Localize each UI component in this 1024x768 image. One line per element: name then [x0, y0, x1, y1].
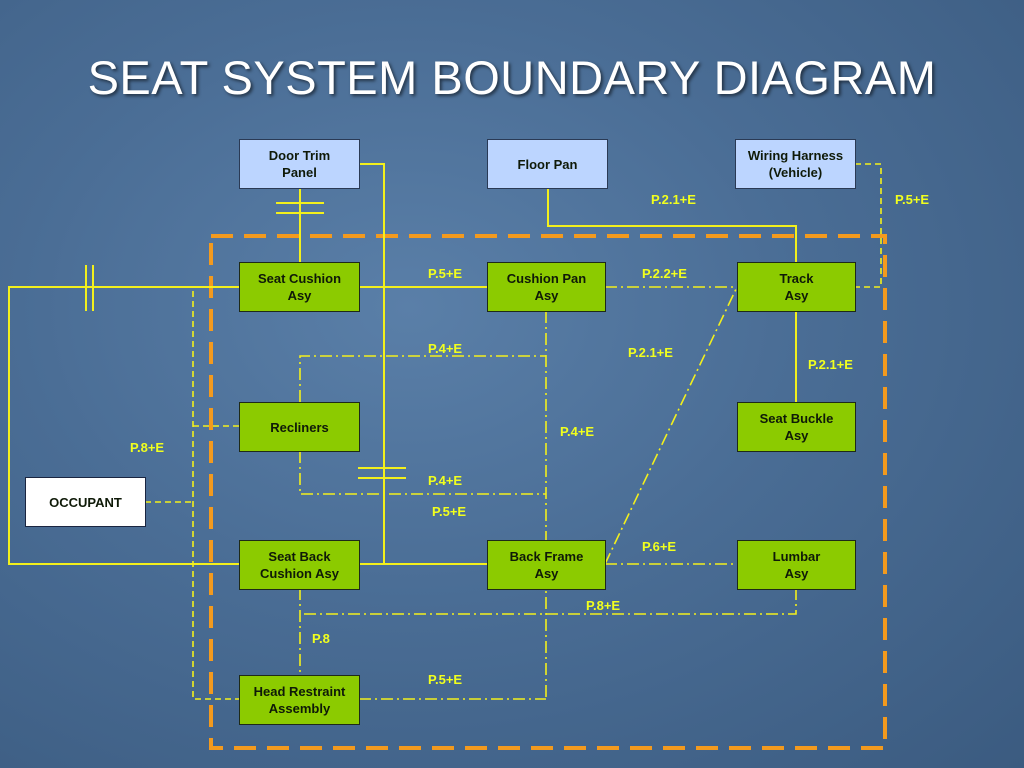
wiring-harness-box: Wiring Harness (Vehicle): [735, 139, 856, 189]
label-pan-to-frame: P.4+E: [560, 424, 595, 439]
lumbar-box: Lumbar Asy: [737, 540, 856, 590]
label-frame-to-track: P.2.1+E: [628, 345, 673, 360]
label-recliner-frame: P.4+E: [428, 473, 463, 488]
track-box: Track Asy: [737, 262, 856, 312]
dash-dot-connections: [299, 286, 797, 700]
dashed-connections: [145, 163, 882, 700]
solid-connections: [8, 163, 797, 565]
label-head-frame: P.5+E: [428, 672, 463, 687]
back-frame-box: Back Frame Asy: [487, 540, 606, 590]
head-restraint-box: Head Restraint Assembly: [239, 675, 360, 725]
seat-back-cushion-box: Seat Back Cushion Asy: [239, 540, 360, 590]
page-title: SEAT SYSTEM BOUNDARY DIAGRAM: [87, 51, 937, 104]
label-pan-to-track: P.2.2+E: [642, 266, 687, 281]
label-cushion-to-pan: P.5+E: [428, 266, 463, 281]
cushion-pan-box: Cushion Pan Asy: [487, 262, 606, 312]
label-lumbar-bus: P.8+E: [586, 598, 621, 613]
label-occupant: P.8+E: [130, 440, 165, 455]
door-trim-panel-box: Door Trim Panel: [239, 139, 360, 189]
label-track-to-buckle: P.2.1+E: [808, 357, 853, 372]
label-head-back: P.8: [312, 631, 330, 646]
seat-buckle-box: Seat Buckle Asy: [737, 402, 856, 452]
label-harness-boundary: P.5+E: [895, 192, 930, 207]
label-frame-to-lumbar: P.6+E: [642, 539, 677, 554]
recliners-box: Recliners: [239, 402, 360, 452]
occupant-box: OCCUPANT: [25, 477, 146, 527]
label-recliner-pan: P.4+E: [428, 341, 463, 356]
joint-marks: [85, 202, 406, 479]
label-harness-track: P.2.1+E: [651, 192, 696, 207]
floor-pan-box: Floor Pan: [487, 139, 608, 189]
system-boundary: [209, 234, 887, 750]
label-back-cushion-frame: P.5+E: [432, 504, 467, 519]
seat-cushion-box: Seat Cushion Asy: [239, 262, 360, 312]
